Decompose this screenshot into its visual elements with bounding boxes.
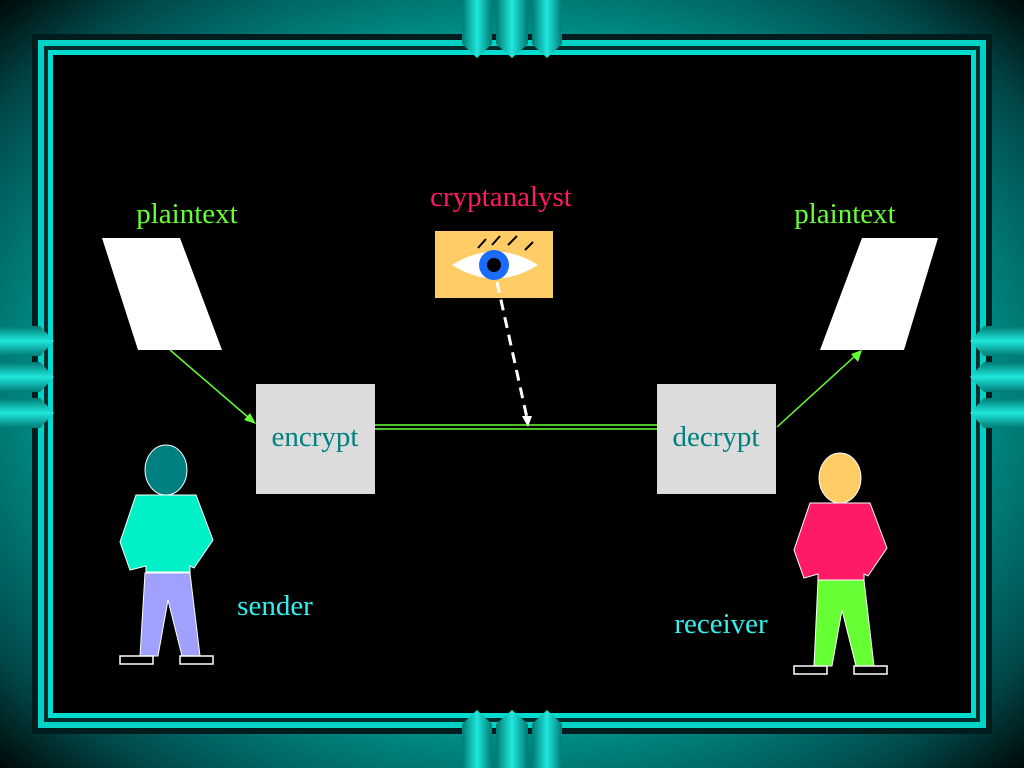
plaintext-left-document	[102, 238, 222, 350]
sender-person-icon	[119, 444, 214, 665]
encrypt-label: encrypt	[272, 421, 359, 453]
eavesdrop-arrow	[495, 281, 532, 427]
channel-line	[375, 424, 657, 430]
frame-stud-left	[0, 326, 54, 428]
frame-stud-top	[462, 0, 562, 58]
frame-stud-bottom	[462, 710, 562, 768]
arrow-decrypt-to-plaintext	[776, 350, 862, 428]
arrow-plaintext-to-encrypt	[169, 349, 256, 424]
decrypt-box	[657, 384, 776, 494]
receiver-person-icon	[793, 452, 888, 675]
plaintext-left-label: plaintext	[136, 198, 237, 230]
plaintext-right-document	[820, 238, 938, 350]
frame-stud-right	[970, 326, 1024, 428]
eye-icon	[435, 231, 553, 298]
plaintext-right-label: plaintext	[794, 198, 895, 230]
receiver-label: receiver	[674, 608, 768, 640]
cryptanalyst-label: cryptanalyst	[430, 181, 572, 213]
encrypt-box	[256, 384, 375, 494]
decrypt-label: decrypt	[673, 421, 760, 453]
sender-label: sender	[237, 590, 313, 622]
